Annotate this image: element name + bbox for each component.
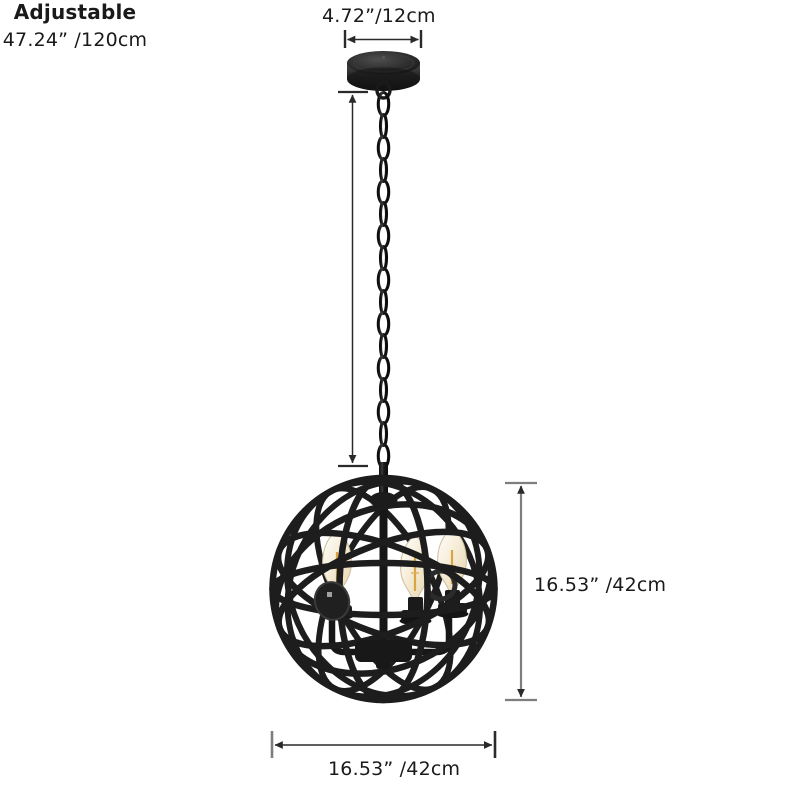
dimension-canopy-width <box>343 30 423 48</box>
cage-hub-left <box>313 581 351 621</box>
label-canopy-width: 4.72”/12cm <box>322 5 436 27</box>
dimension-globe-width <box>270 731 497 758</box>
label-adjustable-title: Adjustable <box>13 0 137 24</box>
orb-cage-front <box>269 474 498 704</box>
hanging-chain <box>376 90 391 470</box>
cage-hub-top <box>369 492 398 508</box>
ceiling-canopy <box>347 51 420 100</box>
label-globe-height: 16.53” /42cm <box>534 574 667 596</box>
cage-bottom-cap <box>355 640 412 669</box>
dimension-chain-drop <box>338 90 368 468</box>
label-adjustable-value: 47.24” /120cm <box>2 29 148 51</box>
dimension-globe-height <box>505 481 537 702</box>
label-adjustable-drop: Adjustable 47.24” /120cm <box>0 0 150 53</box>
label-globe-width: 16.53” /42cm <box>328 758 461 780</box>
